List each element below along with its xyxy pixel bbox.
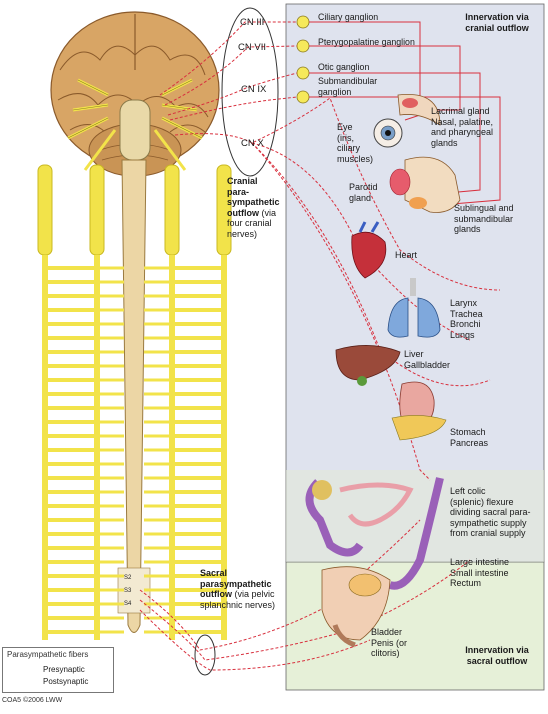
sacral-outflow-title: Sacral parasympathetic outflow bbox=[200, 568, 272, 599]
sacral-outflow-label: Sacral parasympathetic outflow (via pelv… bbox=[200, 568, 275, 610]
ganglia bbox=[296, 15, 310, 104]
liver-label: Liver Gallbladder bbox=[404, 349, 451, 370]
heart-label: Heart bbox=[395, 250, 418, 260]
organ-pelvic bbox=[321, 566, 391, 648]
parotid-label: Parotid gland bbox=[349, 182, 378, 203]
credit: COA5 ©2006 LWW bbox=[2, 697, 63, 704]
legend: Parasympathetic fibers Presynaptic Posts… bbox=[2, 647, 114, 693]
sacral-outflow-note: (via pelvic splanchnic nerves) bbox=[200, 589, 276, 610]
sacral-nerve-bundle bbox=[194, 634, 216, 676]
cranial-outflow-title: Cranial para- sympathetic outflow bbox=[227, 176, 280, 218]
organ-lacrimal bbox=[397, 93, 441, 126]
submandibular-ganglion-label: Submandibular ganglion bbox=[318, 76, 378, 97]
bladder-label: Bladder Penis (or clitoris) bbox=[371, 627, 408, 658]
organ-intestines bbox=[305, 477, 444, 590]
transition-zone bbox=[286, 470, 544, 562]
segment-s2: S2 bbox=[124, 575, 132, 581]
ciliary-ganglion-node bbox=[296, 15, 310, 29]
legend-title: Parasympathetic fibers bbox=[7, 650, 89, 659]
organ-face-glands bbox=[389, 156, 461, 213]
cranial-outflow-heading: Innervation via cranial outflow bbox=[465, 12, 529, 33]
pterygopalatine-ganglion-node bbox=[296, 39, 310, 53]
brain-illustration bbox=[50, 11, 220, 177]
legend-postsynaptic: Postsynaptic bbox=[43, 677, 89, 686]
organ-stomach bbox=[391, 381, 447, 441]
organ-heart bbox=[351, 221, 387, 279]
spinal-nerves-left bbox=[37, 164, 105, 640]
segment-s4: S4 bbox=[124, 601, 132, 607]
eye-label: Eye (iris, ciliary muscles) bbox=[337, 122, 374, 164]
submandibular-ganglion-node bbox=[296, 90, 310, 104]
lacrimal-label: Lacrimal gland Nasal, palatine, and phar… bbox=[431, 106, 494, 148]
organ-liver bbox=[335, 345, 401, 386]
spinal-nerve-rungs bbox=[45, 266, 224, 634]
cranial-outflow-label: Cranial para- sympathetic outflow (via f… bbox=[227, 176, 280, 239]
ciliary-ganglion-label: Ciliary ganglion bbox=[318, 12, 379, 22]
cn-vii-label: CN VII bbox=[238, 42, 266, 53]
pterygopalatine-ganglion-label: Pterygopalatine ganglion bbox=[318, 37, 415, 47]
cn-ix-label: CN IX bbox=[241, 84, 267, 95]
lungs-label: Larynx Trachea Bronchi Lungs bbox=[450, 298, 483, 340]
stomach-label: Stomach Pancreas bbox=[450, 427, 489, 448]
cn-iii-label: CN III bbox=[240, 17, 265, 28]
otic-ganglion-label: Otic ganglion bbox=[318, 62, 370, 72]
colic-label: Left colic (splenic) flexure dividing sa… bbox=[450, 486, 531, 538]
sacral-outflow-heading: Innervation via sacral outflow bbox=[465, 645, 529, 666]
organ-eye bbox=[373, 118, 403, 148]
sublingual-label: Sublingual and submandibular glands bbox=[454, 203, 514, 234]
cranial-outflow-note: (via four cranial nerves) bbox=[227, 207, 277, 239]
otic-ganglion-node bbox=[296, 66, 310, 80]
legend-presynaptic: Presynaptic bbox=[43, 665, 85, 674]
intestine-label: Large intestine Small intestine Rectum bbox=[450, 557, 510, 588]
organ-lungs bbox=[387, 278, 441, 338]
cranial-nerve-bundle bbox=[221, 7, 279, 177]
cn-x-label: CN X bbox=[241, 138, 264, 149]
segment-s3: S3 bbox=[124, 588, 132, 594]
